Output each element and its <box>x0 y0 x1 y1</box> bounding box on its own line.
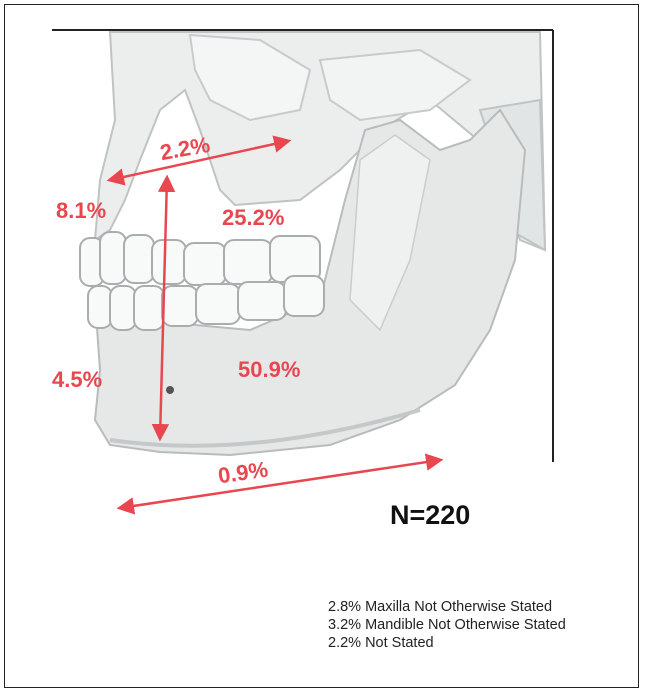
footnote-not-stated: 2.2% Not Stated <box>328 634 566 652</box>
upper-teeth <box>80 232 320 286</box>
sample-size-label: N=220 <box>390 500 470 531</box>
mental-foramen <box>166 386 174 394</box>
region-label-anterior-maxilla: 8.1% <box>56 198 106 224</box>
footnote-maxilla: 2.8% Maxilla Not Otherwise Stated <box>328 598 566 616</box>
footnotes: 2.8% Maxilla Not Otherwise Stated 3.2% M… <box>328 598 566 652</box>
region-label-anterior-mandible: 4.5% <box>52 367 102 393</box>
footnote-mandible: 3.2% Mandible Not Otherwise Stated <box>328 616 566 634</box>
region-label-maxilla-posterior: 25.2% <box>222 205 284 231</box>
region-label-mandible-body: 50.9% <box>238 357 300 383</box>
